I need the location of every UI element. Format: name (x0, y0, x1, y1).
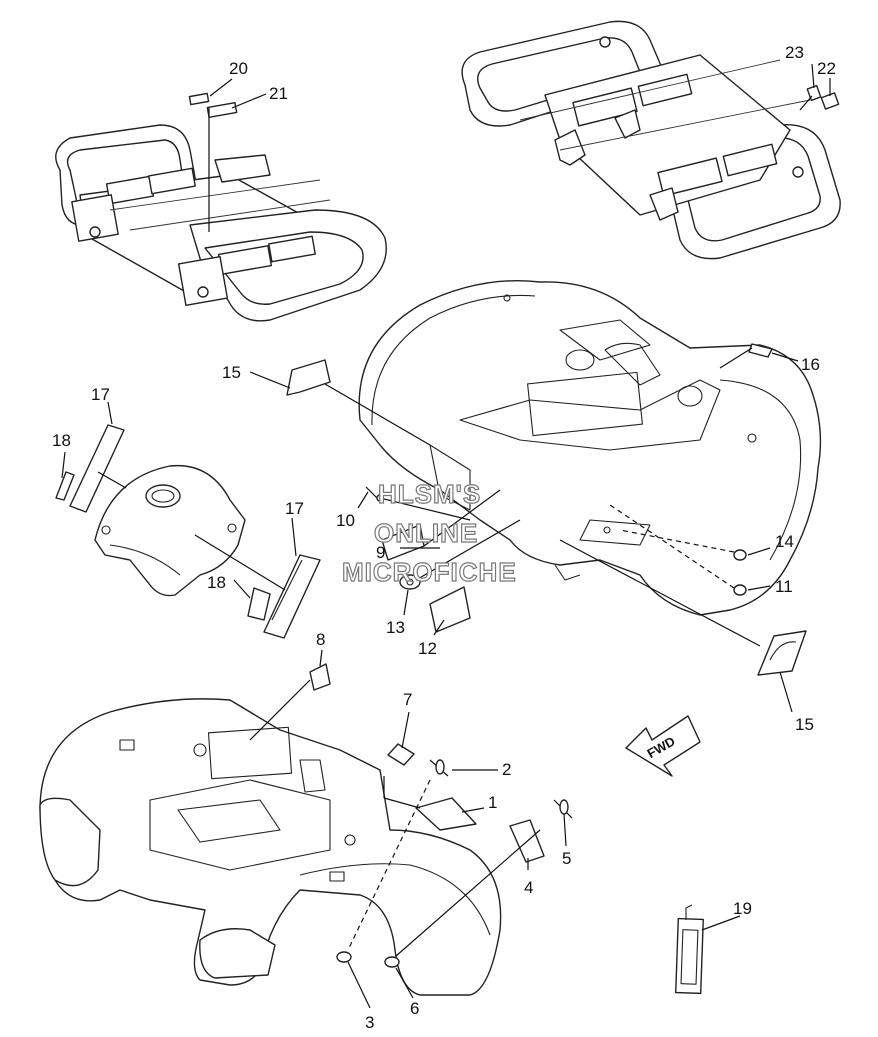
front-fender (39, 698, 502, 996)
callout-2: 2 (502, 760, 511, 779)
callout-numbers: 1 2 3 4 5 6 7 8 9 10 11 12 13 14 15 15 1… (52, 43, 836, 1032)
callout-8: 8 (316, 630, 325, 649)
callout-7: 7 (403, 690, 412, 709)
callout-23: 23 (785, 43, 804, 62)
rear-fender (358, 279, 822, 616)
callout-19: 19 (733, 899, 752, 918)
callout-15-lower: 15 (795, 715, 814, 734)
rear-carrier (461, 20, 841, 260)
callout-6: 6 (410, 999, 419, 1018)
callout-9: 9 (376, 543, 385, 562)
front-carrier (55, 124, 387, 322)
callout-4: 4 (524, 878, 533, 897)
callout-16: 16 (801, 355, 820, 374)
callout-5: 5 (562, 849, 571, 868)
callout-17-left: 17 (91, 385, 110, 404)
tank-cover (94, 464, 246, 597)
callout-17-center: 17 (285, 499, 304, 518)
callout-1: 1 (488, 793, 497, 812)
fwd-arrow: FWD (625, 715, 701, 777)
callout-3: 3 (365, 1013, 374, 1032)
watermark: HLSM'S ONLINE MICROFICHE (341, 478, 517, 587)
leader-lines (61, 63, 831, 1009)
callout-18-left: 18 (52, 431, 71, 450)
callout-20: 20 (229, 59, 248, 78)
small-parts (55, 84, 840, 995)
callout-13: 13 (386, 618, 405, 637)
watermark-line-1: HLSM'S (378, 479, 481, 509)
watermark-line-2: ONLINE (374, 518, 478, 548)
callout-22: 22 (817, 59, 836, 78)
callout-18-center: 18 (207, 573, 226, 592)
callout-12: 12 (418, 639, 437, 658)
callout-14: 14 (775, 532, 794, 551)
callout-15-upper: 15 (222, 363, 241, 382)
callout-11: 11 (775, 577, 793, 596)
watermark-line-3: MICROFICHE (342, 557, 517, 587)
callout-21: 21 (269, 84, 288, 103)
callout-10: 10 (336, 511, 355, 530)
